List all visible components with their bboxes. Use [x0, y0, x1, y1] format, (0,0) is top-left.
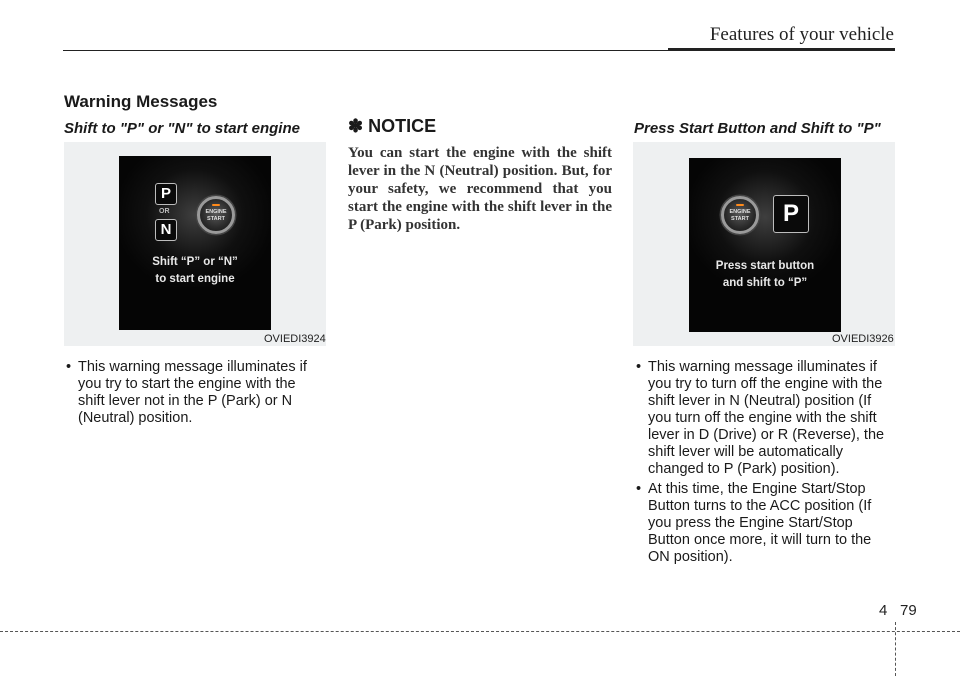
footer-separator: [895, 622, 896, 676]
notice-heading: ✽ NOTICE: [348, 116, 437, 136]
gear-p-indicator: P: [773, 195, 809, 233]
or-label: OR: [159, 208, 170, 215]
notice-body: You can start the engine with the shift …: [348, 145, 612, 233]
engine-start-button-icon: ENGINE START: [197, 196, 235, 234]
header-rule: [63, 50, 895, 51]
left-display-screen: P OR N ENGINE START Shift “P” or “N” to …: [119, 156, 271, 330]
page-chapter-number: 4: [879, 602, 888, 619]
list-item: •This warning message illuminates if you…: [636, 359, 885, 477]
screen-message-line-2: and shift to “P”: [722, 277, 808, 289]
list-item: •At this time, the Engine Start/Stop But…: [636, 481, 872, 565]
left-bullet-list: •This warning message illuminates if you…: [64, 359, 326, 430]
left-subheading: Shift to "P" or "N" to start engine: [64, 120, 300, 137]
gear-p-indicator: P: [155, 183, 177, 205]
list-item: •This warning message illuminates if you…: [66, 359, 307, 426]
screen-message-line-1: Press start button: [715, 260, 815, 272]
header-rule-accent: [668, 48, 895, 51]
footer-rule: [0, 631, 960, 632]
figure-code: OVIEDI3926: [832, 333, 894, 345]
screen-message-line-2: to start engine: [155, 273, 235, 285]
right-figure: ENGINE START P Press start button and sh…: [633, 142, 895, 346]
page-number: 79: [900, 602, 917, 619]
section-heading: Warning Messages: [64, 92, 218, 111]
screen-message-line-1: Shift “P” or “N”: [152, 256, 238, 268]
left-figure: P OR N ENGINE START Shift “P” or “N” to …: [64, 142, 326, 346]
right-bullet-list: •This warning message illuminates if you…: [634, 359, 896, 569]
gear-n-indicator: N: [155, 219, 177, 241]
chapter-title: Features of your vehicle: [709, 24, 894, 45]
engine-start-button-icon: ENGINE START: [721, 196, 759, 234]
right-display-screen: ENGINE START P Press start button and sh…: [689, 158, 841, 332]
figure-code: OVIEDI3924: [264, 333, 326, 345]
right-subheading: Press Start Button and Shift to "P": [634, 120, 881, 137]
